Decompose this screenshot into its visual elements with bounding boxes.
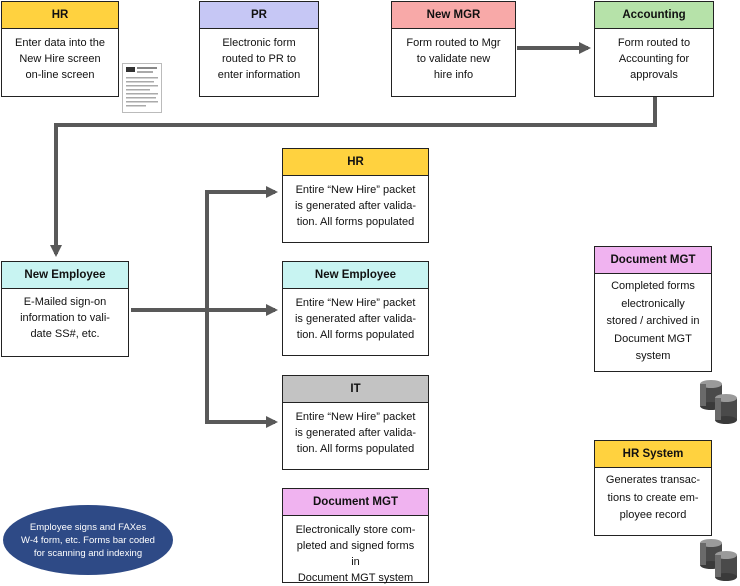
new-mgr-title: New MGR <box>392 2 515 29</box>
hr-top-title: HR <box>2 2 118 29</box>
accounting-title: Accounting <box>595 2 713 29</box>
new-employee-mid-box: New Employee Entire “New Hire” packet is… <box>282 261 429 356</box>
new-employee-left-text: E-Mailed sign-on information to vali- da… <box>20 296 110 340</box>
new-employee-mid-title: New Employee <box>283 262 428 289</box>
new-employee-left-box: New Employee E-Mailed sign-on informatio… <box>1 261 129 357</box>
pr-box: PR Electronic form routed to PR to enter… <box>199 1 319 97</box>
doc-mgt-right-box: Document MGT Completed forms electronica… <box>594 246 712 372</box>
accounting-text: Form routed to Accounting for approvals <box>617 37 691 81</box>
document-thumbnail-icon <box>122 63 162 113</box>
database-cylinders-icon-2 <box>700 539 737 581</box>
hr-system-box: HR System Generates transac- tions to cr… <box>594 440 712 536</box>
it-text: Entire “New Hire” packet is generated af… <box>294 411 417 455</box>
doc-mgt-right-text: Completed forms electronically stored / … <box>606 280 700 362</box>
note-ellipse: Employee signs and FAXes W-4 form, etc. … <box>3 505 173 575</box>
it-box: IT Entire “New Hire” packet is generated… <box>282 375 429 470</box>
accounting-box: Accounting Form routed to Accounting for… <box>594 1 714 97</box>
hr-mid-box: HR Entire “New Hire” packet is generated… <box>282 148 429 243</box>
doc-mgt-right-title: Document MGT <box>595 247 711 274</box>
hr-mid-text: Entire “New Hire” packet is generated af… <box>294 184 417 228</box>
new-employee-mid-text: Entire “New Hire” packet is generated af… <box>294 297 417 341</box>
hr-mid-title: HR <box>283 149 428 176</box>
hr-system-title: HR System <box>595 441 711 468</box>
hr-top-text: Enter data into the New Hire screen on-l… <box>15 37 105 81</box>
note-text: Employee signs and FAXes W-4 form, etc. … <box>21 521 155 559</box>
new-employee-left-title: New Employee <box>2 262 128 289</box>
arrow-accounting-to-new-employee <box>50 97 657 257</box>
pr-title: PR <box>200 2 318 29</box>
doc-mgt-mid-box: Document MGT Electronically store com- p… <box>282 488 429 584</box>
hr-top-box: HR Enter data into the New Hire screen o… <box>1 1 119 97</box>
new-mgr-text: Form routed to Mgr to validate new hire … <box>406 37 501 81</box>
pr-text: Electronic form routed to PR to enter in… <box>217 37 301 81</box>
new-mgr-box: New MGR Form routed to Mgr to validate n… <box>391 1 516 97</box>
it-title: IT <box>283 376 428 403</box>
database-cylinders-icon <box>700 380 737 424</box>
doc-mgt-mid-title: Document MGT <box>283 489 428 516</box>
doc-mgt-mid-text: Electronically store com- pleted and sig… <box>295 524 416 584</box>
hr-system-text: Generates transac- tions to create em- p… <box>605 474 701 521</box>
